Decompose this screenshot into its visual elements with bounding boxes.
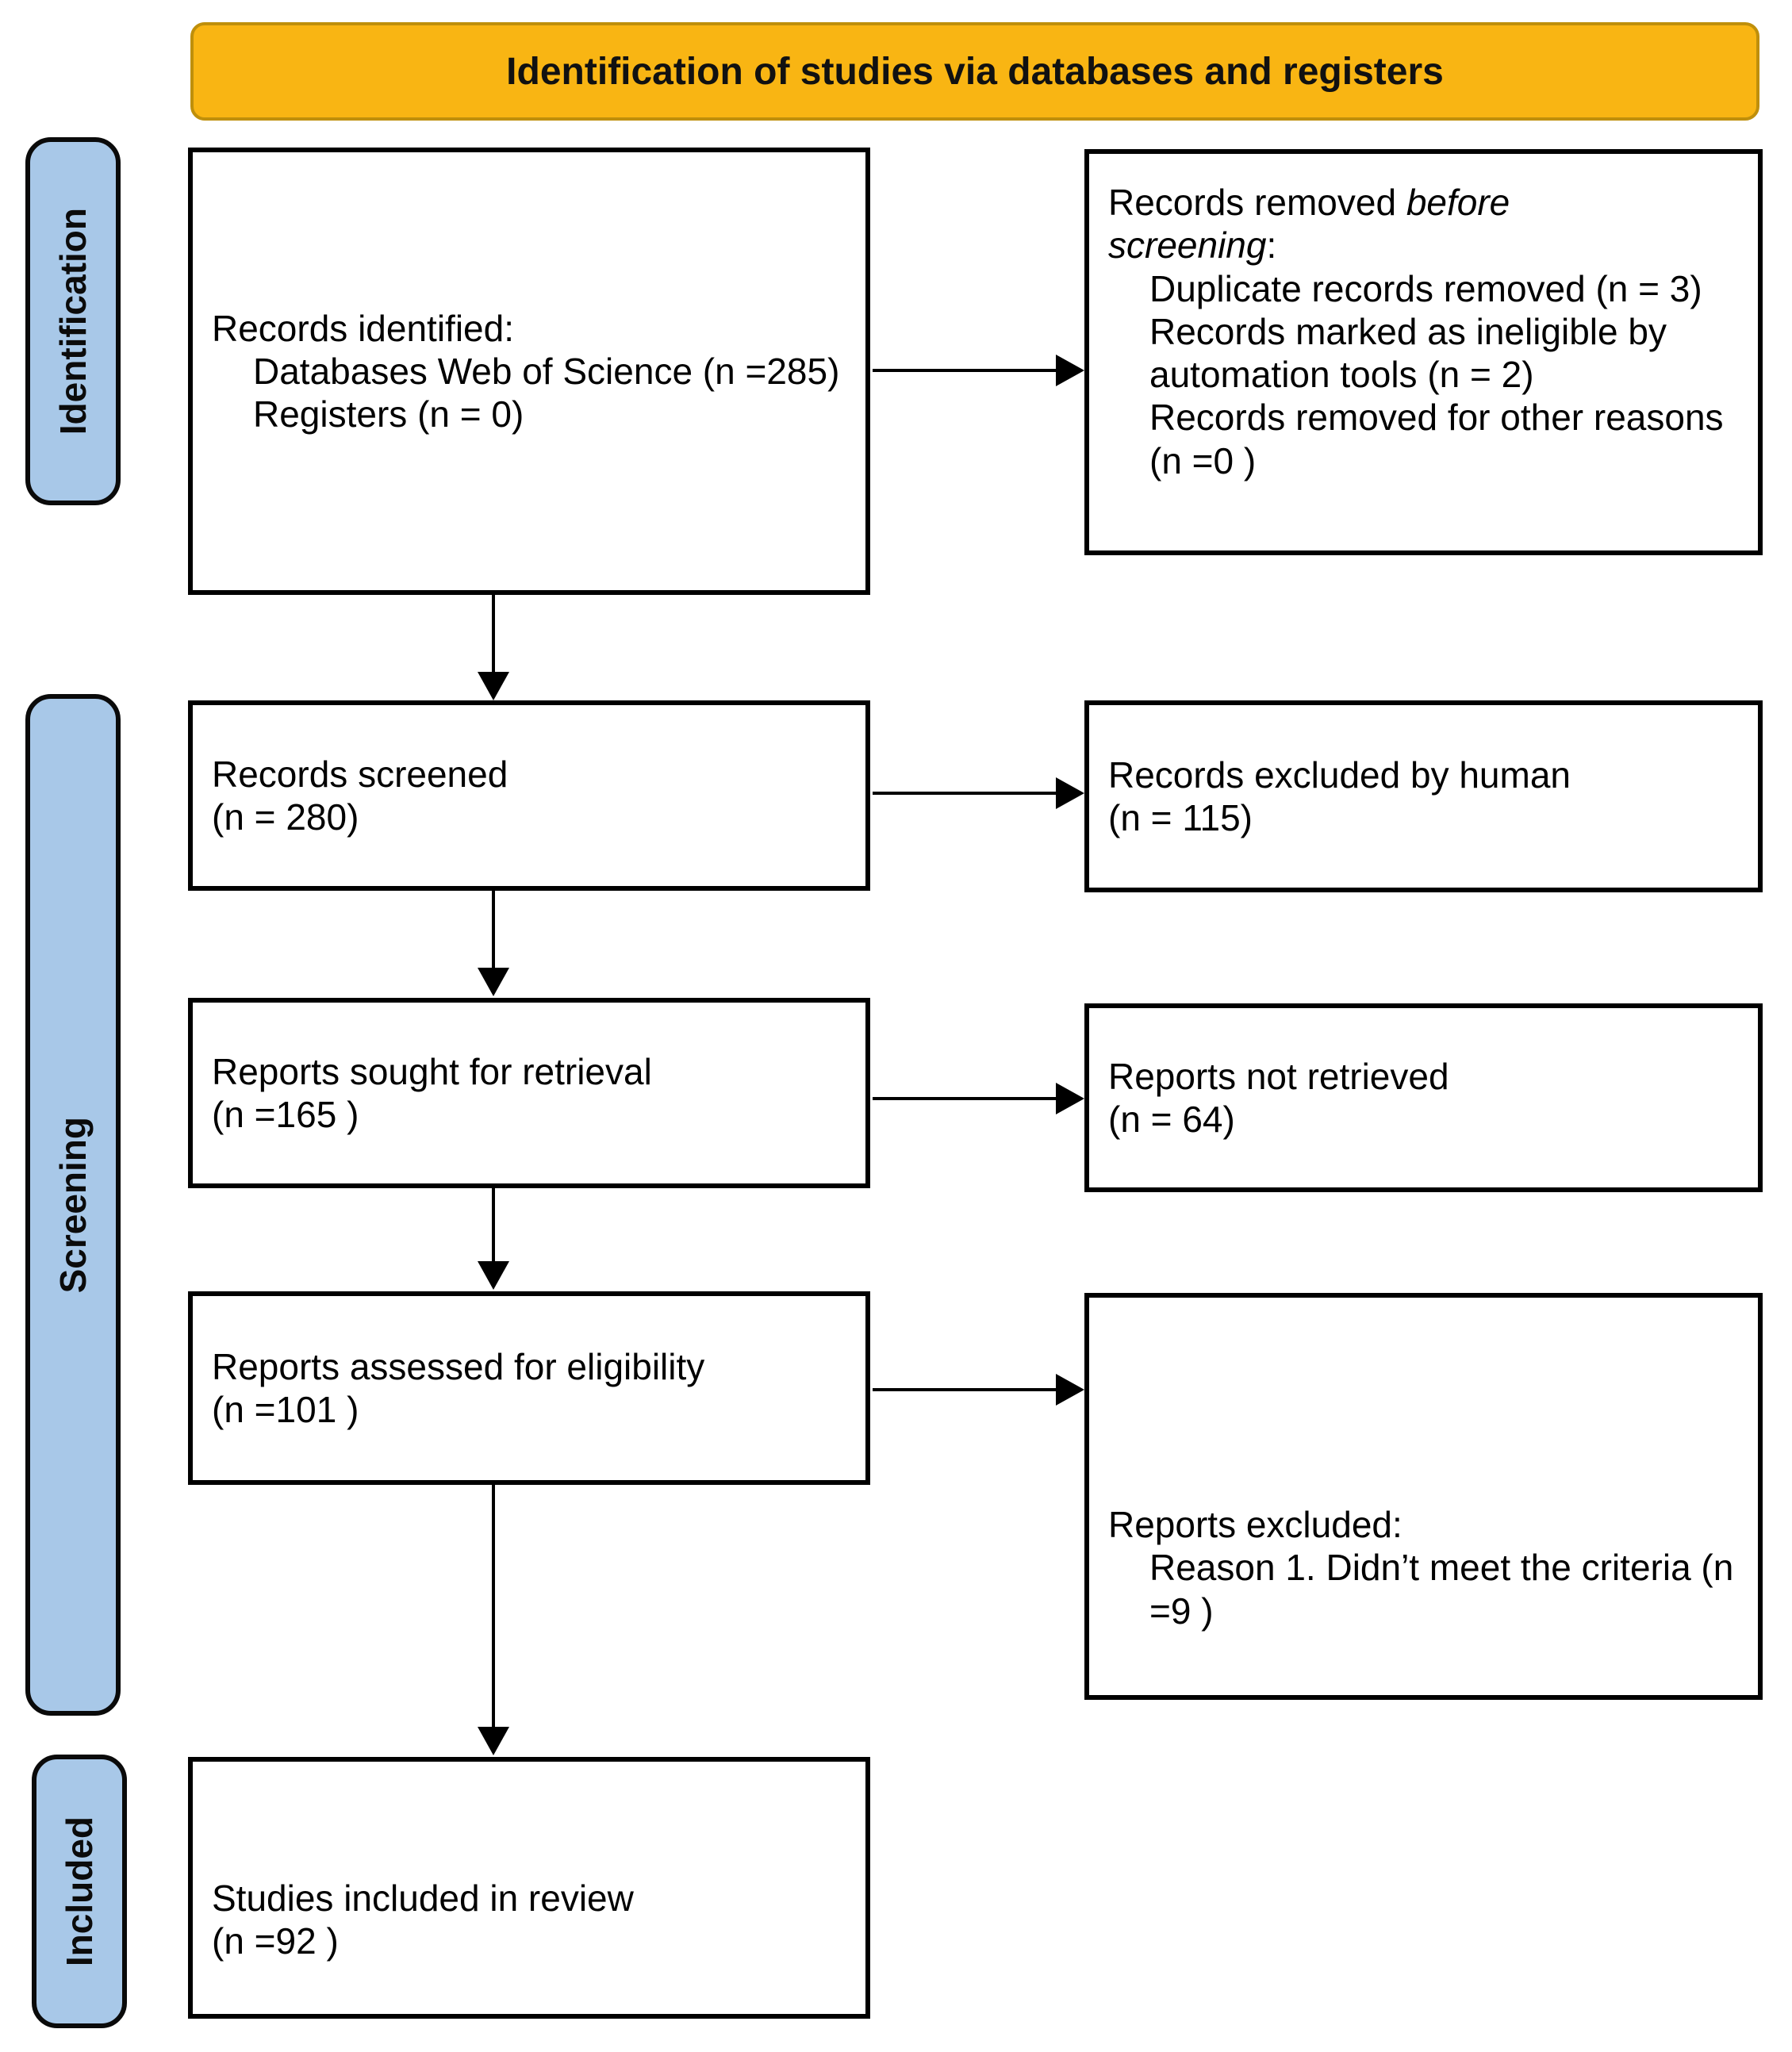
- arrow-down-icon: [478, 1261, 509, 1290]
- reports-assessed-label: Reports assessed for eligibility: [212, 1345, 705, 1387]
- arrow-identified-to-removed: [873, 369, 1056, 372]
- records-screened-count: (n = 280): [212, 796, 359, 838]
- banner-title: Identification of studies via databases …: [506, 50, 1444, 93]
- reports-not-retrieved-count: (n = 64): [1108, 1099, 1235, 1140]
- reports-sought-label: Reports sought for retrieval: [212, 1050, 652, 1092]
- records-removed-item: Records marked as ineligible by automati…: [1149, 310, 1667, 396]
- arrow-down-icon: [478, 968, 509, 996]
- records-identified-item: Registers (n = 0): [253, 393, 524, 435]
- reports-not-retrieved-label: Reports not retrieved: [1108, 1055, 1449, 1097]
- banner: Identification of studies via databases …: [190, 22, 1759, 121]
- box-records-removed: Records removed before screening: Duplic…: [1084, 149, 1763, 555]
- records-removed-heading: Records removed before screening:: [1108, 181, 1663, 267]
- reports-sought-count: (n =165 ): [212, 1094, 359, 1135]
- sidebar-included: Included: [32, 1755, 127, 2028]
- box-reports-sought: Reports sought for retrieval (n =165 ): [188, 998, 870, 1188]
- box-records-identified: Records identified: Databases Web of Sci…: [188, 148, 870, 595]
- records-excluded-count: (n = 115): [1108, 797, 1253, 838]
- arrow-assessed-to-reports-excluded: [873, 1388, 1056, 1391]
- sidebar-identification-label: Identification: [52, 207, 94, 435]
- box-reports-excluded: Reports excluded: Reason 1. Didn’t meet …: [1084, 1293, 1763, 1700]
- box-records-excluded: Records excluded by human (n = 115): [1084, 700, 1763, 892]
- arrow-screened-to-excluded: [873, 792, 1056, 795]
- records-identified-heading: Records identified:: [212, 307, 514, 349]
- records-removed-heading-prefix: Records removed: [1108, 182, 1406, 223]
- arrow-right-icon: [1056, 355, 1084, 386]
- records-removed-heading-suffix: :: [1266, 224, 1277, 267]
- sidebar-included-label: Included: [59, 1816, 100, 1967]
- arrow-sought-to-assessed: [492, 1188, 495, 1263]
- arrow-screened-to-sought: [492, 891, 495, 969]
- arrow-sought-to-not-retrieved: [873, 1097, 1056, 1100]
- arrow-right-icon: [1056, 1083, 1084, 1114]
- arrow-right-icon: [1056, 777, 1084, 809]
- arrow-identified-to-screened: [492, 595, 495, 673]
- box-studies-included: Studies included in review (n =92 ): [188, 1757, 870, 2019]
- arrow-right-icon: [1056, 1374, 1084, 1406]
- arrow-down-icon: [478, 1727, 509, 1755]
- box-reports-assessed: Reports assessed for eligibility (n =101…: [188, 1291, 870, 1485]
- records-screened-label: Records screened: [212, 753, 508, 795]
- box-records-screened: Records screened (n = 280): [188, 700, 870, 891]
- records-removed-heading-italic: before screening: [1108, 182, 1510, 267]
- arrow-assessed-to-included: [492, 1485, 495, 1727]
- sidebar-screening: Screening: [25, 694, 121, 1716]
- reports-excluded-heading: Reports excluded:: [1108, 1504, 1403, 1546]
- records-excluded-label: Records excluded by human: [1108, 754, 1571, 796]
- reports-assessed-count: (n =101 ): [212, 1389, 359, 1430]
- studies-included-count: (n =92 ): [212, 1920, 339, 1962]
- box-reports-not-retrieved: Reports not retrieved (n = 64): [1084, 1003, 1763, 1192]
- sidebar-screening-label: Screening: [52, 1116, 94, 1294]
- records-removed-item: Records removed for other reasons (n =0 …: [1149, 397, 1724, 481]
- records-identified-item: Databases Web of Science (n =285): [253, 350, 840, 392]
- reports-excluded-item: Reason 1. Didn’t meet the criteria (n =9…: [1149, 1547, 1734, 1632]
- sidebar-identification: Identification: [25, 137, 121, 505]
- studies-included-label: Studies included in review: [212, 1877, 634, 1919]
- records-removed-item: Duplicate records removed (n = 3): [1149, 267, 1702, 309]
- arrow-down-icon: [478, 672, 509, 700]
